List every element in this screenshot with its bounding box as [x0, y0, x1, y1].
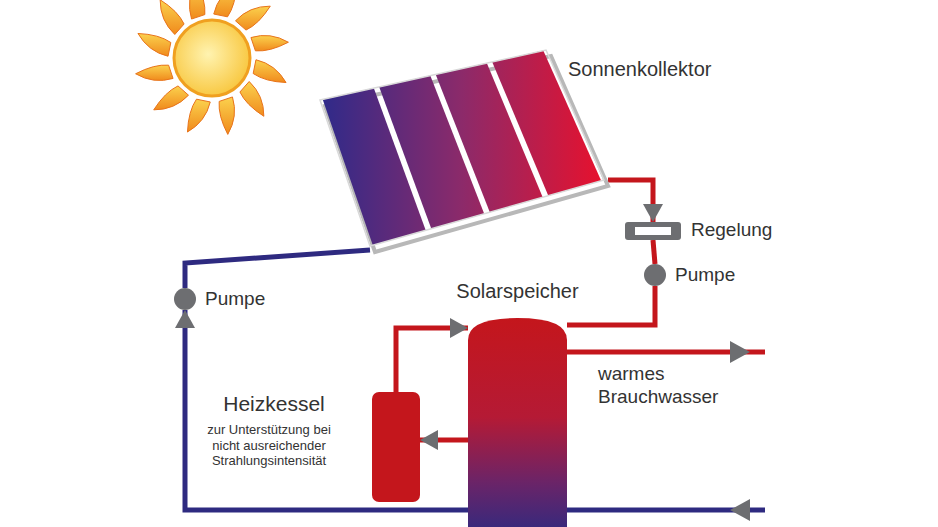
pump-body	[174, 288, 196, 310]
pipe	[396, 328, 468, 392]
controller-box-shape	[625, 222, 681, 240]
boiler-label: Heizkessel	[186, 392, 362, 416]
collector-label: Sonnenkollektor	[568, 58, 711, 81]
storage-tank: Solarspeicher	[468, 318, 567, 527]
flow-arrow	[730, 499, 750, 521]
sun-ray	[136, 65, 173, 81]
sun-rays	[136, 0, 289, 134]
sun-ray	[189, 0, 205, 19]
pump-circle-shape	[174, 288, 196, 310]
boiler-body	[372, 392, 420, 502]
pump-body	[644, 264, 666, 286]
sun-ray	[240, 82, 264, 117]
sun-ray	[154, 86, 189, 110]
pipe-connector	[396, 318, 468, 392]
solar-collector-shape	[318, 48, 608, 250]
pipe-connector	[653, 240, 655, 264]
pipe	[567, 286, 655, 325]
pump-circle: Pumpe	[174, 288, 196, 310]
tank-body	[468, 318, 567, 527]
sun-ray	[253, 60, 286, 83]
storage-tank-shape	[468, 318, 567, 527]
boiler-shape	[372, 392, 420, 502]
sun-ray	[214, 0, 237, 17]
arrow-head	[643, 204, 663, 222]
sun-ray	[160, 0, 184, 34]
arrow-head	[420, 430, 438, 450]
sun-ray	[219, 97, 235, 134]
pipe-connector	[175, 310, 468, 510]
controller-box: Regelung	[625, 222, 681, 240]
collector-outline	[320, 50, 604, 246]
pump-label: Pumpe	[675, 264, 735, 286]
boiler: Heizkesselzur Unterstützung bei nicht au…	[372, 392, 420, 502]
pipe	[185, 250, 370, 288]
pipe-connector	[420, 430, 468, 450]
sun-ray	[236, 6, 271, 30]
boiler-note: zur Unterstützung bei nicht ausreichende…	[194, 422, 344, 469]
tank-label: Solarspeicher	[448, 280, 587, 303]
sun-ray	[138, 33, 171, 56]
pipe-connector	[608, 180, 663, 222]
arrow-head	[175, 310, 195, 328]
pipe	[653, 240, 655, 264]
controller-display	[635, 227, 671, 235]
pump-circle: Pumpe	[644, 264, 666, 286]
pump-circle-shape	[644, 264, 666, 286]
pipe-connector	[567, 286, 655, 325]
solar-collector: Sonnenkollektor	[318, 48, 608, 250]
sun-ray	[251, 35, 288, 51]
sun-ray	[187, 99, 210, 132]
flow-arrow	[730, 341, 750, 363]
outlet-label: warmes Brauchwasser	[598, 362, 748, 408]
arrow-head	[450, 318, 468, 338]
pipe	[185, 310, 468, 510]
sun	[174, 20, 250, 96]
pipe-connector	[185, 250, 370, 288]
controller-label: Regelung	[691, 219, 772, 241]
controller-body	[625, 222, 681, 240]
pump-label: Pumpe	[205, 288, 265, 310]
pipe	[608, 180, 653, 222]
